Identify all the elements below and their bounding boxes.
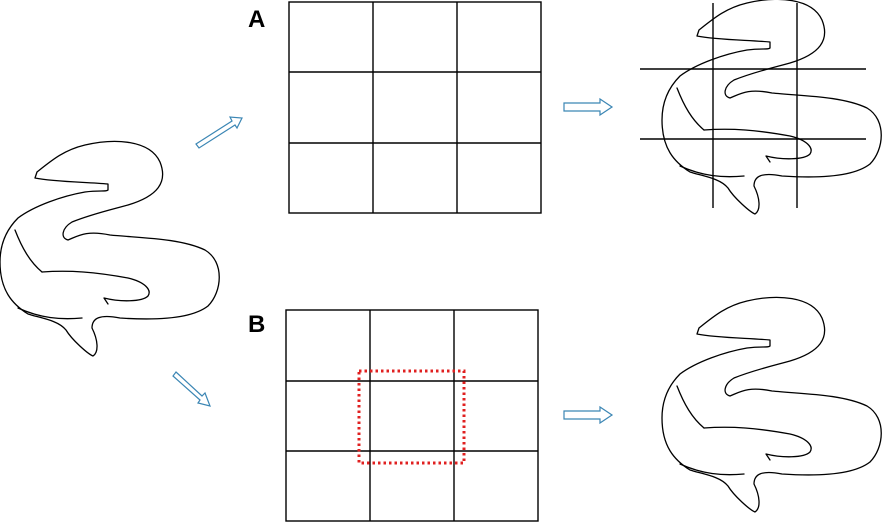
original-shape bbox=[0, 140, 220, 357]
panel-label-b: B bbox=[248, 311, 266, 338]
shape-with-grid bbox=[640, 0, 882, 215]
grid-b bbox=[285, 309, 539, 522]
panel-label-a: A bbox=[248, 6, 266, 33]
arrow-to-b bbox=[172, 371, 211, 407]
arrow-right-b bbox=[563, 405, 614, 425]
shape-result bbox=[661, 296, 882, 513]
arrow-right-a bbox=[563, 97, 614, 117]
grid-a bbox=[288, 1, 542, 214]
arrow-to-a bbox=[195, 116, 243, 149]
center-highlight-box bbox=[357, 369, 466, 465]
